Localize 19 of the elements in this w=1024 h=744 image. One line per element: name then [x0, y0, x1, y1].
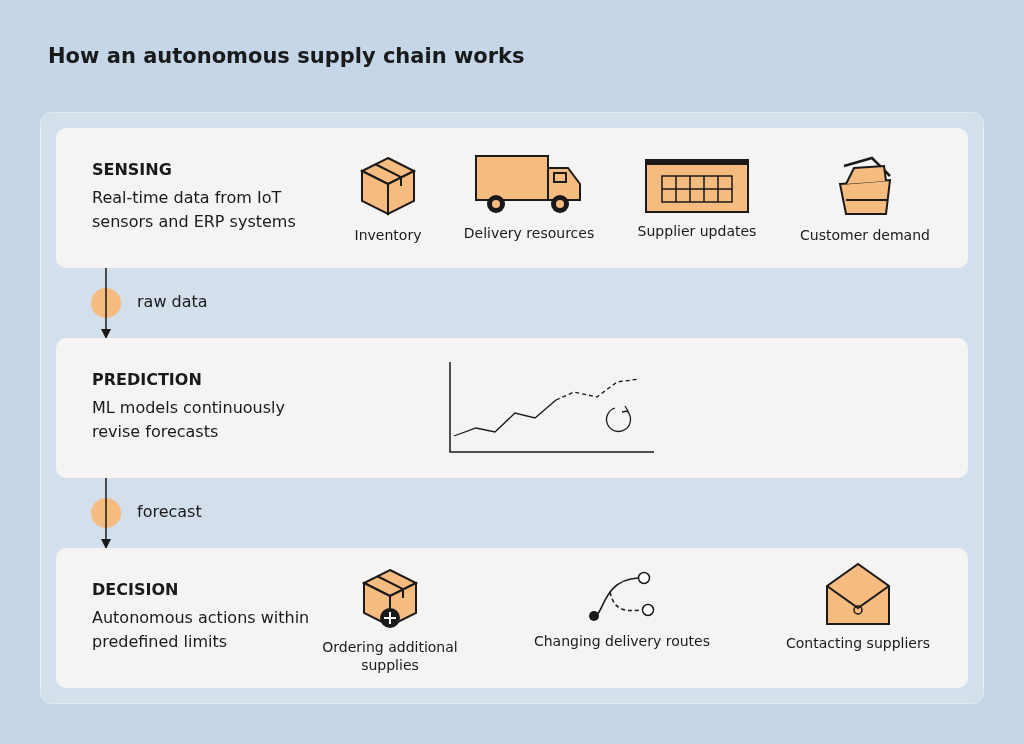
node-label: Customer demand: [800, 226, 930, 244]
edge-label: raw data: [137, 292, 208, 311]
edge-label: forecast: [137, 502, 202, 521]
section-heading: SENSING: [92, 160, 172, 179]
node-label: Changing delivery routes: [533, 632, 710, 650]
description: ML models continuously revise forecasts: [92, 397, 286, 443]
section-heading: DECISION: [92, 580, 179, 599]
title: How an autonomous supply chain works: [48, 44, 525, 68]
node-label: Inventory: [354, 226, 422, 244]
description: Autonomous actions within predefined limits: [92, 607, 311, 653]
node-label: Delivery resources: [463, 224, 595, 242]
card-background: [56, 548, 968, 688]
description: Real-time data from IoT sensors and ERP systems: [92, 187, 297, 233]
section-heading: PREDICTION: [92, 370, 202, 389]
node-label: Supplier updates: [637, 222, 757, 240]
node-label: Ordering additional supplies: [321, 638, 459, 674]
card-background: [56, 128, 968, 268]
node-label: Contacting suppliers: [786, 634, 930, 652]
card-background: [56, 338, 968, 478]
